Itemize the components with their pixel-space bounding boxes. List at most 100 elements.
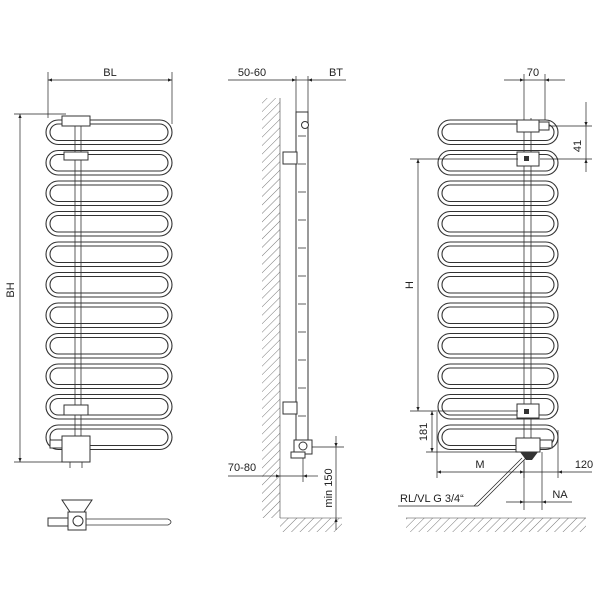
top-view-connector: [47, 517, 69, 527]
right-coil-loop: [437, 149, 559, 176]
height-181-dimension: 181: [418, 411, 518, 453]
front-coil-loop: [45, 332, 173, 359]
right-coil-loop-inner: [441, 336, 555, 355]
valve-offset-dimension: 70-80: [228, 458, 318, 482]
front-coil-loop: [45, 149, 173, 176]
bh-label: BH: [5, 282, 17, 297]
bt-label: BT: [329, 67, 343, 79]
bl-dimension: BL: [47, 67, 173, 124]
side-floor-hatch: [280, 518, 342, 532]
right-coil-loop: [437, 424, 559, 451]
front-coil-loop: [45, 393, 173, 420]
height-41-label: 41: [572, 140, 584, 152]
right-coil-loop-inner: [441, 275, 555, 294]
front-coil-loop-inner: [49, 336, 169, 355]
right-view-heating-coils: [437, 119, 559, 451]
top-view-valve-nut: [72, 515, 84, 527]
front-upper-clamp: [63, 151, 89, 161]
front-coil-loop: [45, 241, 173, 268]
right-coil-loop: [437, 210, 559, 237]
front-coil-loop-inner: [49, 397, 169, 416]
front-coil-loop-inner: [49, 428, 169, 447]
na-dimension: NA: [506, 452, 572, 510]
bh-dimension: BH: [5, 113, 66, 463]
side-upper-wall-bracket: [282, 151, 298, 165]
front-coil-loop: [45, 302, 173, 329]
right-air-vent: [538, 121, 550, 131]
right-coil-loop: [437, 271, 559, 298]
right-coil-loop-inner: [441, 306, 555, 325]
front-coil-loop-inner: [49, 245, 169, 264]
side-coil-profiles: [298, 135, 306, 417]
side-lower-wall-bracket: [282, 401, 298, 415]
front-coil-loop-inner: [49, 367, 169, 386]
front-coil-loop: [45, 119, 173, 146]
right-coil-loop: [437, 363, 559, 390]
front-coil-loop: [45, 210, 173, 237]
width-70-label: 70: [527, 67, 539, 79]
h-dimension: H: [404, 158, 518, 412]
right-coil-loop: [437, 302, 559, 329]
right-coil-loop: [437, 241, 559, 268]
right-coil-loop: [437, 332, 559, 359]
right-coil-loop: [437, 393, 559, 420]
side-top-dimensions: 50-60 BT: [228, 67, 346, 112]
top-view-radiator-profile: [86, 518, 172, 526]
right-coil-loop: [437, 119, 559, 146]
front-coil-loop-inner: [49, 214, 169, 233]
front-coil-loop-inner: [49, 184, 169, 203]
right-floor-hatch: [406, 518, 586, 532]
h-label: H: [404, 281, 416, 289]
side-radiator-body: [295, 111, 309, 447]
front-coil-loop-inner: [49, 153, 169, 172]
right-coil-loop: [437, 180, 559, 207]
side-view: [262, 98, 342, 532]
front-lower-bracket: [63, 404, 89, 416]
front-valve-knob: [49, 439, 63, 449]
side-wall-hatch: [262, 98, 280, 518]
front-coil-loop: [45, 180, 173, 207]
width-70-dimension: 70: [504, 67, 565, 120]
right-coil-loop-inner: [441, 397, 555, 416]
right-lower-bracket-screw: [524, 409, 529, 414]
m-and-120-dimensions: M 120: [436, 412, 593, 478]
right-coil-loop-inner: [441, 184, 555, 203]
side-valve-nut: [298, 441, 308, 451]
height-181-label: 181: [418, 423, 430, 441]
right-valve-connector: [520, 452, 538, 460]
right-view: [406, 118, 586, 532]
front-coil-loop-inner: [49, 306, 169, 325]
front-valve-body: [61, 435, 91, 463]
right-valve-body: [515, 437, 541, 453]
na-label: NA: [552, 489, 568, 501]
front-coil-loop: [45, 271, 173, 298]
right-coil-loop-inner: [441, 367, 555, 386]
right-coil-loop-inner: [441, 214, 555, 233]
connection-callout: RL/VL G 3/4“: [398, 457, 527, 507]
front-view-heating-coils: [45, 119, 173, 451]
front-coil-loop-inner: [49, 123, 169, 142]
min-height-dimension: min 150: [312, 436, 344, 530]
top-view: [47, 499, 172, 531]
right-valve-knob: [539, 439, 553, 449]
m-label: M: [475, 459, 484, 471]
wall-gap-label: 50-60: [238, 67, 266, 79]
front-top-bracket: [61, 115, 91, 127]
side-valve-outlet: [290, 451, 306, 459]
side-air-vent: [301, 121, 309, 129]
top-view-valve-head: [61, 499, 93, 513]
bl-label: BL: [103, 67, 116, 79]
front-view: [45, 115, 173, 468]
right-coil-loop-inner: [441, 245, 555, 264]
min-height-label: min 150: [323, 468, 335, 507]
height-41-dimension: 41: [540, 102, 592, 172]
front-coil-loop: [45, 424, 173, 451]
front-coil-loop: [45, 363, 173, 390]
front-coil-loop-inner: [49, 275, 169, 294]
connection-label: RL/VL G 3/4“: [400, 493, 464, 505]
right-top-fitting: [516, 119, 540, 133]
valve-offset-label: 70-80: [228, 462, 256, 474]
right-upper-bracket-screw: [524, 156, 529, 161]
right-120-label: 120: [575, 459, 593, 471]
